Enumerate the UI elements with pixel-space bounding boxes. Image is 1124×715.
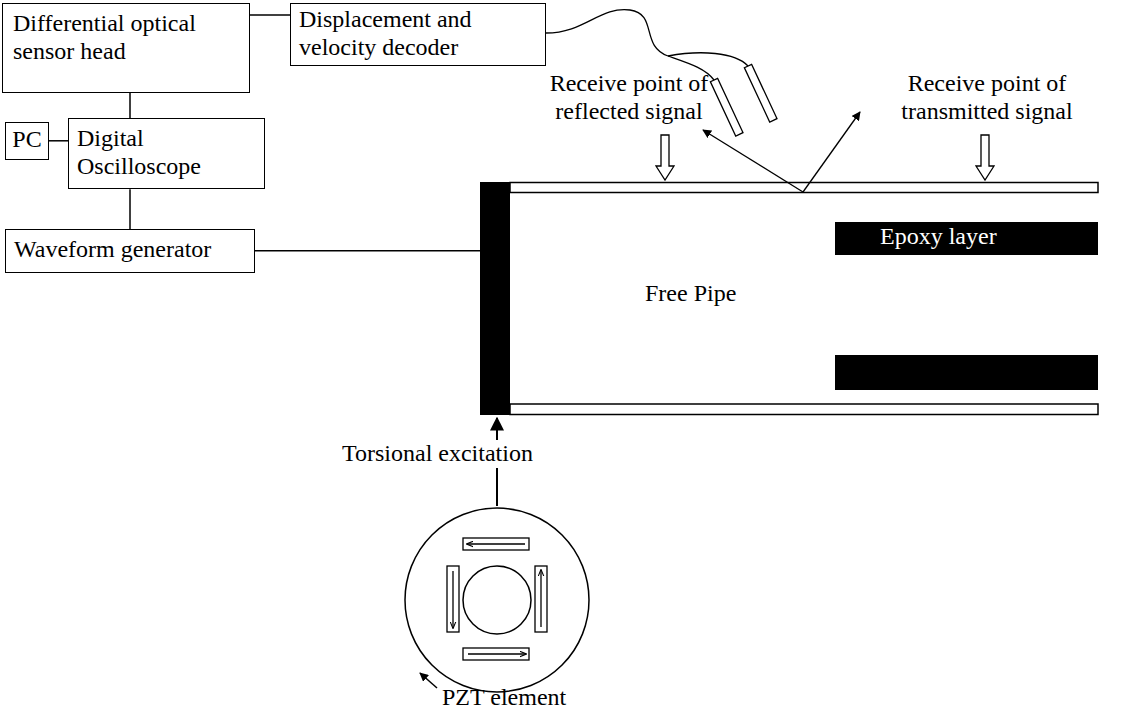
polarization-arrow (452, 571, 453, 628)
pipe-wall (510, 404, 1098, 415)
receive-arrow (656, 135, 674, 180)
device-box: PC (5, 122, 49, 160)
signal-wire (129, 189, 131, 229)
signal-wire (255, 250, 480, 252)
epoxy-layer-bottom (835, 355, 1098, 390)
node-text: PC (10, 126, 44, 154)
node-text: Displacement and velocity decoder (299, 6, 537, 61)
pzt-element (463, 538, 529, 550)
device-box: Displacement and velocity decoder (290, 3, 546, 66)
device-box: Digital Oscilloscope (68, 118, 265, 189)
leader-arrow (803, 112, 860, 192)
signal-wire (49, 140, 68, 142)
device-box: Waveform generator (5, 229, 255, 273)
node-text: Free Pipe (645, 280, 736, 308)
pipe-section (463, 566, 531, 634)
probe-cable (668, 53, 748, 66)
leader-arrow (420, 673, 437, 688)
node-text: Epoxy layer (880, 223, 1090, 251)
pzt-element (447, 566, 459, 632)
device-box: Differential optical sensor head (2, 3, 250, 93)
probe-head (744, 64, 777, 122)
pipe: Free Pipe Epoxy layer (480, 182, 1098, 415)
signal-wire (250, 14, 290, 16)
probe-cable (546, 10, 714, 80)
node-text: Waveform generator (14, 236, 246, 264)
pzt-element (463, 648, 529, 660)
transducer-block (480, 182, 510, 415)
polarization-arrow (540, 570, 541, 627)
annotation-label: Torsional excitation (340, 440, 535, 468)
annotation-label: Receive point of transmitted signal (862, 70, 1112, 125)
signal-wire (129, 93, 131, 118)
annotation-label: Receive point of reflected signal (540, 70, 718, 125)
pzt-ring (405, 508, 589, 692)
pzt-element (535, 566, 547, 632)
polarization-arrow (468, 653, 526, 654)
probe-head (710, 78, 743, 136)
epoxy-layer: Epoxy layer (835, 222, 1098, 255)
receive-arrow (976, 135, 994, 180)
annotation-label: PZT element (442, 684, 642, 712)
node-text: Digital Oscilloscope (77, 125, 256, 180)
polarization-arrow (467, 543, 525, 544)
node-text: Differential optical sensor head (13, 10, 239, 65)
leader-arrow (703, 130, 803, 192)
